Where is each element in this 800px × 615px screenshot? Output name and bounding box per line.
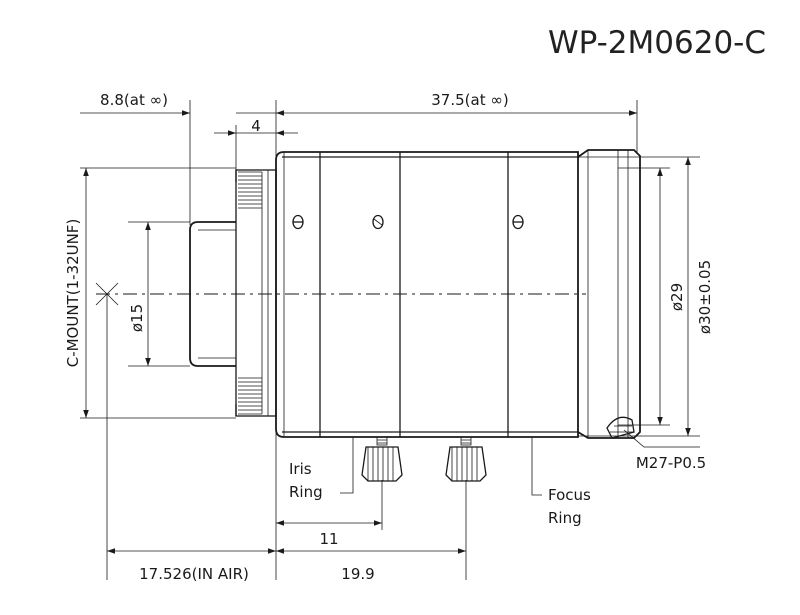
dim-flange-back: 17.526(IN AIR) xyxy=(139,565,249,583)
focus-ring-label-line2: Ring xyxy=(548,509,582,527)
dim-filter-thread: M27-P0.5 xyxy=(636,454,706,472)
dim-length: 37.5(at ∞) xyxy=(431,91,508,109)
dim-inner-diameter: ø15 xyxy=(128,304,146,332)
dim-iris-position: 11 xyxy=(319,530,338,548)
model-title: WP-2M0620-C xyxy=(548,25,766,61)
dim-focus-position: 19.9 xyxy=(341,565,374,583)
dim-thread-length: 4 xyxy=(251,117,261,135)
iris-ring-label-line1: Iris xyxy=(289,460,312,478)
lens-body xyxy=(189,149,641,482)
dim-outer-diameter: ø30±0.05 xyxy=(696,260,714,334)
leader-lines xyxy=(340,429,700,496)
dim-mount: C-MOUNT(1-32UNF) xyxy=(64,219,82,368)
dim-back-focus: 8.8(at ∞) xyxy=(100,91,168,109)
focus-ring-label-line1: Focus xyxy=(548,486,591,504)
set-screw-icon xyxy=(292,214,304,230)
set-screw-icon xyxy=(512,214,524,230)
iris-ring-label-line2: Ring xyxy=(289,483,323,501)
dim-front-diameter: ø29 xyxy=(668,283,686,311)
set-screw-icon xyxy=(372,214,384,230)
dimension-lines xyxy=(80,110,691,554)
extension-lines xyxy=(80,100,700,580)
focus-lock-knob-icon xyxy=(445,436,487,482)
iris-lock-knob-icon xyxy=(361,436,403,482)
optical-axis xyxy=(95,282,586,306)
